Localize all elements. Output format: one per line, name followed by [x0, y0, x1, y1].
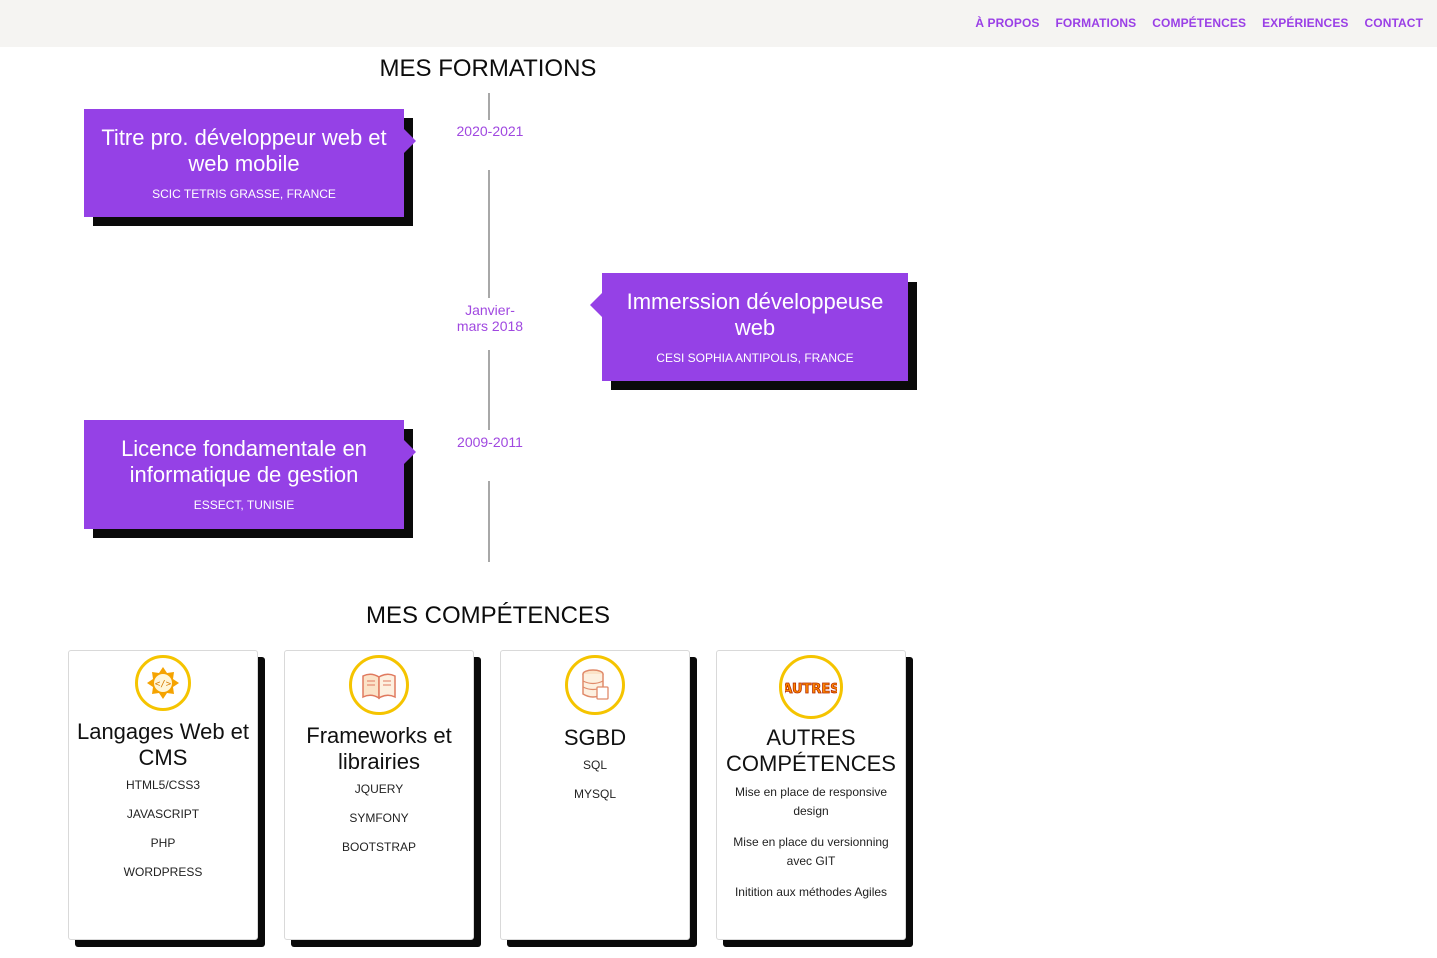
- formation-card: Immerssion développeuse web CESI SOPHIA …: [590, 273, 908, 381]
- timeline-date: Janvier-mars 2018: [456, 302, 524, 334]
- skill-item: BOOTSTRAP: [341, 840, 416, 854]
- timeline-line: [488, 481, 490, 562]
- top-navbar: À PROPOS FORMATIONS COMPÉTENCES EXPÉRIEN…: [0, 0, 1437, 47]
- skill-card-title: Langages Web et CMS: [76, 719, 250, 770]
- formation-place: CESI SOPHIA ANTIPOLIS, FRANCE: [656, 351, 854, 365]
- competences-section-title: MES COMPÉTENCES: [365, 602, 611, 629]
- timeline-line: [488, 93, 490, 120]
- database-icon: [565, 655, 625, 715]
- open-book-icon: [349, 655, 409, 715]
- timeline-line: [488, 170, 490, 298]
- skill-item: Mise en place du versionning avec GIT: [733, 835, 889, 868]
- skill-item: SQL: [582, 758, 607, 772]
- autres-logo-icon: AUTRES: [779, 655, 843, 719]
- skill-list: JQUERY SYMFONY BOOTSTRAP: [285, 781, 473, 855]
- nav-link-a-propos[interactable]: À PROPOS: [975, 16, 1040, 30]
- skill-item: MYSQL: [573, 787, 616, 801]
- skill-item: Mise en place de responsive design: [734, 785, 888, 818]
- formation-title: Immerssion développeuse web: [626, 289, 884, 340]
- nav-link-contact[interactable]: CONTACT: [1364, 16, 1423, 30]
- nav-link-experiences[interactable]: EXPÉRIENCES: [1262, 16, 1349, 30]
- skill-card: </> Langages Web et CMS HTML5/CSS3 JAVAS…: [68, 650, 258, 940]
- formation-card: Titre pro. développeur web et web mobile…: [84, 109, 416, 217]
- formation-place: SCIC TETRIS GRASSE, FRANCE: [152, 187, 336, 201]
- formation-card: Licence fondamentale en informatique de …: [84, 420, 416, 529]
- skill-item: PHP: [150, 836, 176, 850]
- skill-card: AUTRES AUTRES COMPÉTENCES Mise en place …: [716, 650, 906, 940]
- skill-card-title: Frameworks et librairies: [306, 723, 452, 774]
- skill-item: Initition aux méthodes Agiles: [734, 885, 888, 899]
- skill-card-title: AUTRES COMPÉTENCES: [726, 725, 896, 776]
- timeline-date: 2009-2011: [457, 434, 523, 450]
- skill-list: HTML5/CSS3 JAVASCRIPT PHP WORDPRESS: [69, 777, 257, 880]
- skill-item: JAVASCRIPT: [126, 807, 200, 821]
- skill-item: SYMFONY: [349, 811, 409, 825]
- skill-list: Mise en place de responsive design Mise …: [717, 783, 905, 902]
- skill-item: HTML5/CSS3: [125, 778, 201, 792]
- nav-link-competences[interactable]: COMPÉTENCES: [1152, 16, 1247, 30]
- skill-card: Frameworks et librairies JQUERY SYMFONY …: [284, 650, 474, 940]
- timeline-date: 2020-2021: [456, 123, 524, 139]
- formation-title: Titre pro. développeur web et web mobile: [101, 125, 387, 176]
- timeline-line: [488, 350, 490, 430]
- skill-list: SQL MYSQL: [501, 757, 689, 802]
- autres-logo-text: AUTRES: [785, 682, 837, 697]
- main-nav: À PROPOS FORMATIONS COMPÉTENCES EXPÉRIEN…: [975, 16, 1423, 30]
- skill-card: SGBD SQL MYSQL: [500, 650, 690, 940]
- formation-place: ESSECT, TUNISIE: [193, 498, 295, 512]
- nav-link-formations[interactable]: FORMATIONS: [1055, 16, 1137, 30]
- skill-item: JQUERY: [354, 782, 404, 796]
- skill-item: WORDPRESS: [123, 865, 203, 879]
- skill-card-title: SGBD: [563, 725, 627, 750]
- formation-title: Licence fondamentale en informatique de …: [121, 436, 367, 487]
- svg-text:</>: </>: [155, 680, 172, 690]
- code-gear-icon: </>: [135, 655, 191, 711]
- formations-section-title: MES FORMATIONS: [379, 55, 597, 82]
